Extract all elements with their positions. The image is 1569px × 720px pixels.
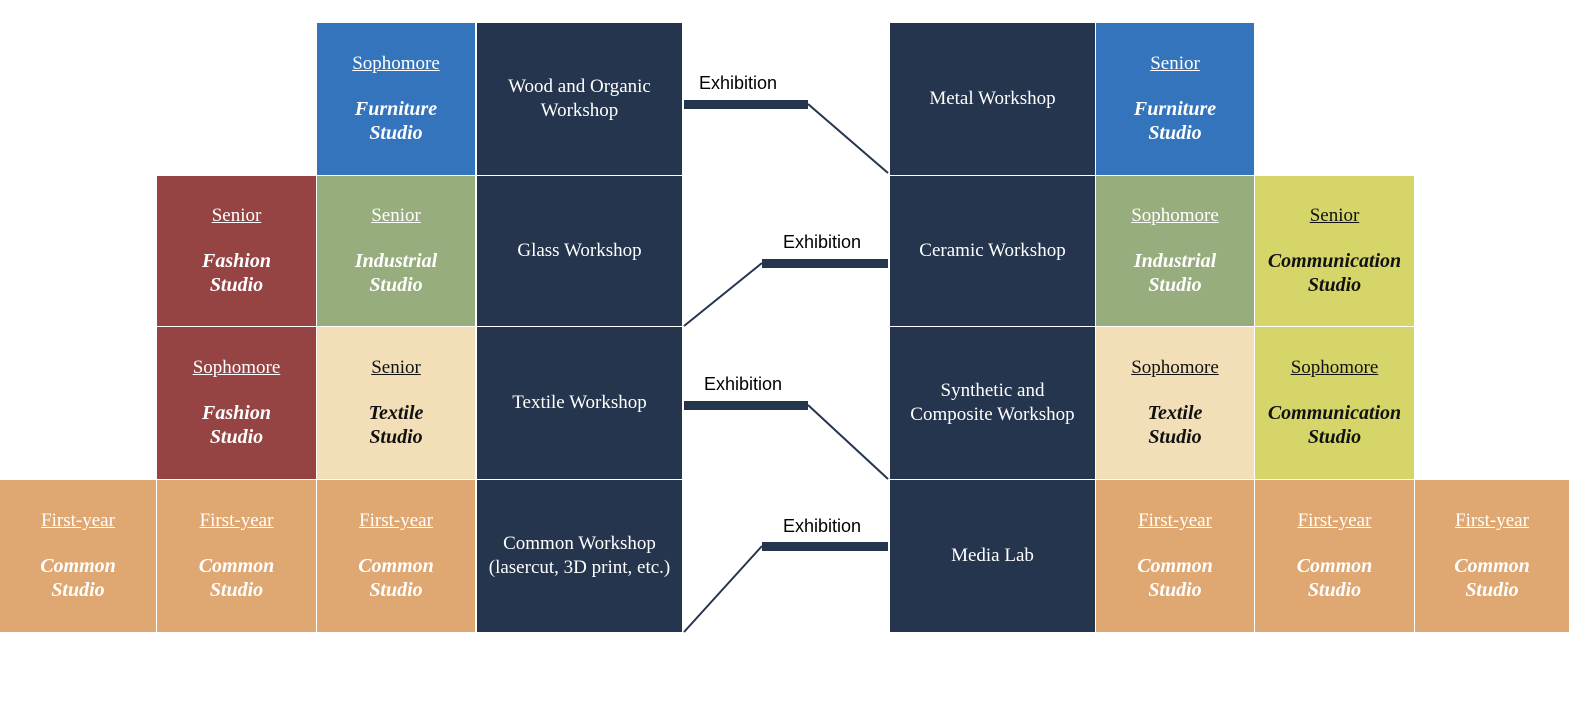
studio-name: Common Studio [1454,555,1530,601]
exhibition-label: Exhibition [704,374,783,394]
studio-year: Senior [211,205,262,226]
studio-year: First-year [1138,510,1212,531]
studio-name: Furniture Studio [354,98,438,144]
exhibition-link [807,404,889,480]
studio-year: Sophomore [352,53,440,74]
studio-name: Industrial Studio [1133,250,1217,296]
exhibition-label: Exhibition [783,232,862,252]
studio-year: First-year [359,510,433,531]
studio-name: Fashion Studio [202,402,271,448]
studio-year: First-year [199,510,274,531]
studio-card: First-year Common Studio [1415,480,1569,632]
workshop-card: Media Lab [890,480,1095,632]
studio-card: First-year Common Studio [157,480,316,632]
studio-year: First-year [1455,510,1529,531]
studio-card: First-year Common Studio [0,480,156,632]
studio-card: First-year Common Studio [317,480,475,632]
workshop-card: Glass Workshop [477,176,682,326]
studio-card: Senior Industrial Studio [317,176,475,326]
studio-name: Communication Studio [1267,250,1402,296]
studio-card: Sophomore Furniture Studio [317,23,475,175]
studio-name: Communication Studio [1267,402,1402,448]
studio-name: Common Studio [198,555,275,601]
workshop-label: Common Workshop (lasercut, 3D print, etc… [488,533,671,578]
studio-year: Sophomore [1131,205,1219,226]
workshop-label: Media Lab [951,545,1034,566]
workshop-label: Glass Workshop [517,240,642,261]
workshop-label: Textile Workshop [512,392,647,413]
studio-card: Senior Communication Studio [1255,176,1414,326]
workshop-card: Metal Workshop [890,23,1095,175]
studio-year: Senior [371,357,421,378]
workshop-card: Ceramic Workshop [890,176,1095,326]
workshop-label: Wood and Organic Workshop [508,76,651,121]
studio-name: Common Studio [1296,555,1373,601]
exhibition-label: Exhibition [783,516,862,536]
studio-year: Sophomore [192,357,281,378]
exhibition-bar [762,542,888,551]
studio-name: Industrial Studio [354,250,438,296]
studio-card: First-year Common Studio [1255,480,1414,632]
studio-card: Senior Fashion Studio [157,176,316,326]
studio-name: Fashion Studio [202,250,271,296]
studio-name: Textile Studio [1147,402,1203,448]
studio-name: Common Studio [40,555,116,601]
studio-card: Sophomore Textile Studio [1096,327,1254,479]
exhibition-link [683,262,763,327]
exhibition-bar [684,100,808,109]
studio-name: Common Studio [1137,555,1213,601]
workshop-card: Textile Workshop [477,327,682,479]
exhibition-link [683,545,763,633]
studio-name: Textile Studio [368,402,424,448]
workshop-card: Common Workshop (lasercut, 3D print, etc… [477,480,682,632]
exhibition-label: Exhibition [699,73,778,93]
studio-card: First-year Common Studio [1096,480,1254,632]
workshop-card: Wood and Organic Workshop [477,23,682,175]
workshop-label: Ceramic Workshop [919,240,1066,261]
studio-card: Sophomore Communication Studio [1255,327,1414,479]
studio-year: Sophomore [1290,357,1379,378]
studio-year: Senior [1309,205,1360,226]
studio-name: Furniture Studio [1133,98,1217,144]
studio-card: Senior Furniture Studio [1096,23,1254,175]
studio-card: Sophomore Fashion Studio [157,327,316,479]
exhibition-link [807,103,889,174]
studio-card: Senior Textile Studio [317,327,475,479]
exhibition-bar [684,401,808,410]
studio-year: Senior [371,205,421,226]
studio-year: First-year [1297,510,1372,531]
workshop-label: Metal Workshop [929,88,1056,109]
workshop-label: Synthetic and Composite Workshop [910,380,1075,425]
exhibition-bar [762,259,888,268]
workshop-card: Synthetic and Composite Workshop [890,327,1095,479]
studio-name: Common Studio [358,555,434,601]
studio-year: Senior [1150,53,1200,74]
studio-card: Sophomore Industrial Studio [1096,176,1254,326]
studio-year: Sophomore [1131,357,1219,378]
studio-year: First-year [41,510,115,531]
